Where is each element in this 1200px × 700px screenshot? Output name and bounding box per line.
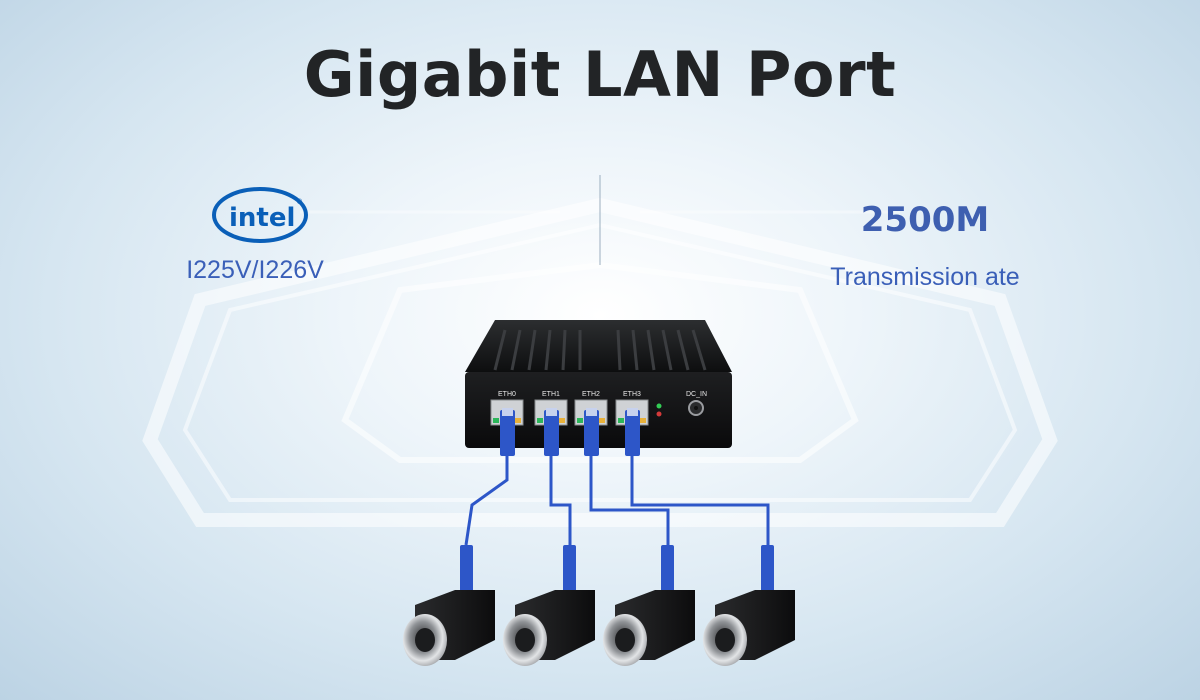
camera-plugs: [460, 545, 774, 593]
device-plugs: [500, 408, 640, 456]
background-frames: [142, 175, 1058, 527]
chip-model-label: I225V/I226V: [186, 256, 324, 284]
mini-pc: ETH0 ETH1 ETH2 ETH3 DC_IN: [465, 320, 732, 448]
camera-2: [503, 590, 595, 666]
camera-1: [403, 590, 495, 666]
intel-logo-text: intel: [229, 203, 295, 233]
port-label-eth3: ETH3: [623, 391, 641, 398]
power-label: DC_IN: [686, 391, 707, 398]
camera-3: [603, 590, 695, 666]
intel-logo: intel ®: [212, 187, 308, 243]
power-led-icon: [656, 411, 662, 417]
rate-label: Transmission ate: [830, 263, 1020, 291]
port-label-eth2: ETH2: [582, 391, 600, 398]
camera-4: [703, 590, 795, 666]
rate-value: 2500M: [860, 200, 990, 240]
page-title: Gigabit LAN Port: [303, 38, 897, 111]
port-label-eth0: ETH0: [498, 391, 516, 398]
port-label-eth1: ETH1: [542, 391, 560, 398]
status-led-icon: [656, 403, 662, 409]
network-cables: [464, 455, 770, 546]
svg-text:®: ®: [296, 198, 303, 206]
